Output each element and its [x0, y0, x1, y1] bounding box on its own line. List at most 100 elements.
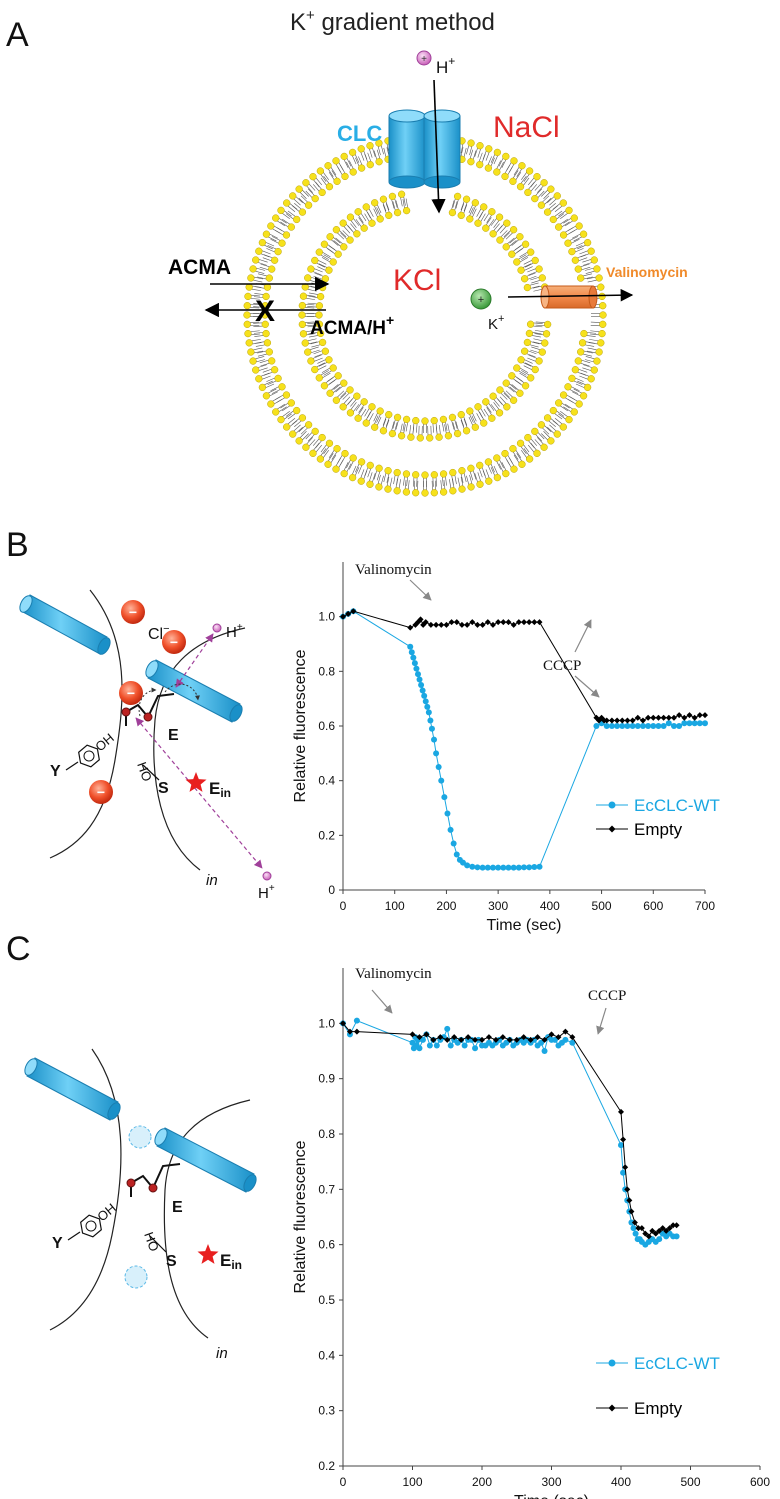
data-point-empty [638, 1225, 645, 1232]
lipid-head [574, 265, 582, 273]
lipid-head [502, 243, 510, 251]
lipid-head [595, 274, 603, 282]
data-point-wt [670, 723, 677, 729]
data-point-empty [346, 1028, 353, 1035]
data-point-empty [340, 1020, 346, 1027]
lipid-head [543, 414, 552, 422]
lipid-head [402, 206, 411, 215]
lipid-head [325, 183, 334, 191]
data-point-wt [608, 723, 615, 729]
star-icon [185, 772, 207, 792]
data-point-empty [353, 1028, 360, 1035]
data-point-wt [427, 717, 434, 724]
data-point-empty [458, 621, 465, 628]
lipid-head [268, 357, 276, 365]
lipid-head [287, 223, 295, 231]
x-axis-label: Time (sec) [487, 917, 562, 934]
lipid-head [267, 222, 275, 230]
data-point-empty [417, 616, 424, 623]
lipid-head [540, 443, 548, 451]
lipid-head [412, 489, 420, 497]
data-point-wt [686, 720, 693, 727]
lipid-head [262, 292, 270, 301]
lipid-head [458, 467, 466, 475]
lipid-head [513, 364, 521, 372]
blocked-x-icon: X [255, 295, 275, 328]
data-point-wt [624, 723, 631, 729]
lipid-head [366, 461, 374, 470]
lipid-head [501, 172, 509, 181]
data-point-wt [536, 863, 543, 870]
serine-ho: HO [134, 760, 155, 783]
data-point-wt [416, 1045, 423, 1052]
chloride-ion-icon: − [121, 600, 145, 624]
lipid-head [304, 421, 313, 429]
lipid-head [595, 348, 603, 356]
x-tick-label: 500 [592, 899, 612, 913]
data-point-wt [505, 864, 512, 871]
lipid-head [339, 403, 347, 411]
lipid-head [340, 152, 348, 161]
lipid-head [571, 366, 580, 374]
data-point-empty [485, 1034, 492, 1041]
lipid-head [421, 489, 429, 497]
data-point-wt [410, 654, 417, 661]
lipid-head [444, 432, 453, 440]
data-point-wt [495, 864, 502, 871]
data-point-wt [474, 864, 481, 871]
ein-label: Ein [220, 1251, 242, 1272]
lipid-head [329, 364, 337, 372]
data-point-empty [422, 619, 429, 626]
lipid-head [430, 416, 438, 425]
x-tick-label: 400 [611, 1475, 631, 1489]
lipid-head [339, 219, 347, 227]
y-tick-label: 0.6 [318, 719, 335, 733]
lipid-head [489, 230, 497, 238]
lipid-head [318, 338, 327, 347]
data-point-empty [536, 619, 543, 626]
lipid-head [521, 382, 530, 390]
lipid-head [542, 330, 551, 338]
lipid-head [531, 427, 539, 436]
lipid-head [453, 192, 462, 201]
lipid-head [593, 265, 601, 273]
lipid-head [357, 477, 365, 485]
lipid-head [247, 274, 255, 282]
lipid-head [371, 423, 379, 431]
lipid-head [293, 406, 301, 415]
lipid-head [304, 348, 312, 356]
lipid-head [384, 467, 392, 475]
lipid-head [325, 439, 334, 447]
lipid-head [348, 473, 357, 482]
lipid-head [509, 177, 517, 185]
lipid-head [439, 415, 448, 424]
lipid-head [467, 139, 475, 147]
data-point-wt [461, 1042, 468, 1049]
lipid-head [493, 454, 501, 462]
lipid-head [268, 265, 276, 273]
y-tick-label: 0.3 [318, 1404, 335, 1418]
data-point-empty [489, 621, 496, 628]
y-tick-label: 0.6 [318, 1238, 335, 1252]
lipid-head [346, 213, 355, 221]
data-point-wt [655, 723, 662, 729]
panel-a: A K+ gradient method CLC NaCl KCl + H+ A… [6, 7, 688, 497]
y-tick-label: 0.5 [318, 1293, 335, 1307]
lipid-head [488, 414, 496, 422]
x-tick-label: 200 [436, 899, 456, 913]
lipid-head [376, 215, 384, 223]
lipid-head [282, 231, 291, 239]
panel-c-letter: C [6, 930, 31, 968]
proton-icon [416, 50, 432, 66]
inside-label: in [216, 1345, 228, 1362]
data-point-empty [691, 714, 698, 721]
lipid-head [388, 429, 397, 438]
lipid-head [579, 392, 588, 400]
lipid-head [587, 375, 595, 383]
lipid-head [252, 366, 260, 374]
data-point-empty [624, 717, 631, 724]
lipid-head [565, 206, 573, 215]
svg-text:−: − [129, 604, 137, 620]
data-point-wt [418, 682, 425, 688]
